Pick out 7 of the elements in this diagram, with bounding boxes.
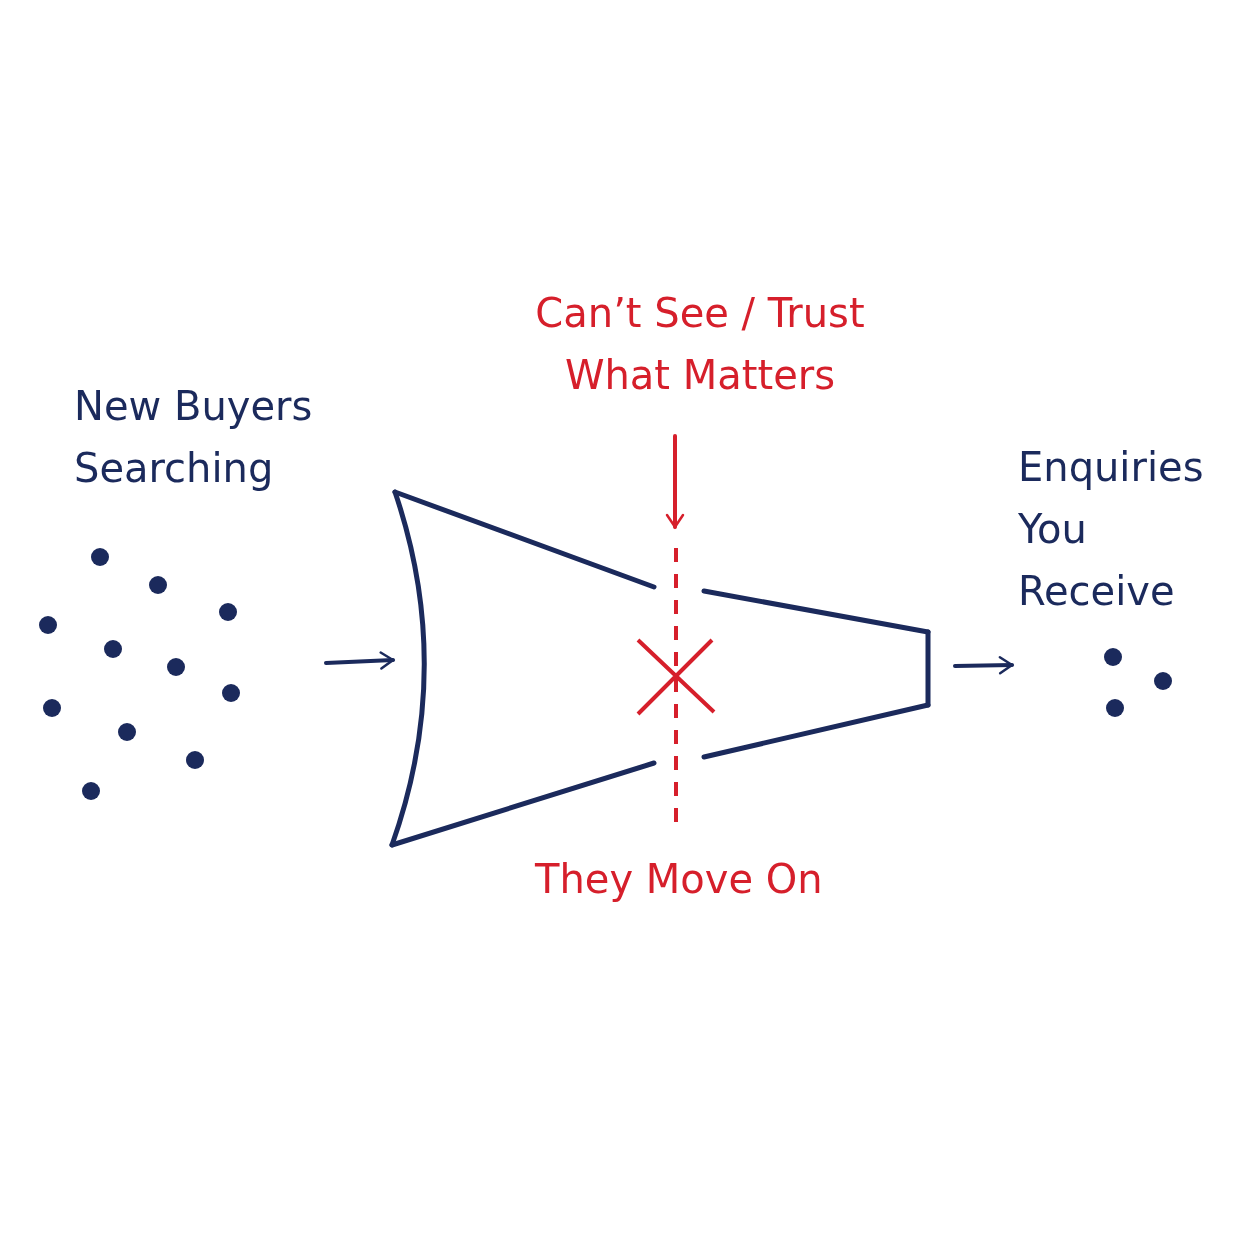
arrow: [665, 434, 685, 529]
caption-text: Can’t See / Trust What Matters: [534, 289, 866, 400]
caption-text: Enquiries You Receive: [1018, 443, 1205, 616]
arrow: [324, 651, 395, 670]
drop-off-label: They Move On: [535, 856, 823, 902]
caption-text: New Buyers Searching: [74, 382, 314, 493]
arrow: [953, 655, 1014, 675]
